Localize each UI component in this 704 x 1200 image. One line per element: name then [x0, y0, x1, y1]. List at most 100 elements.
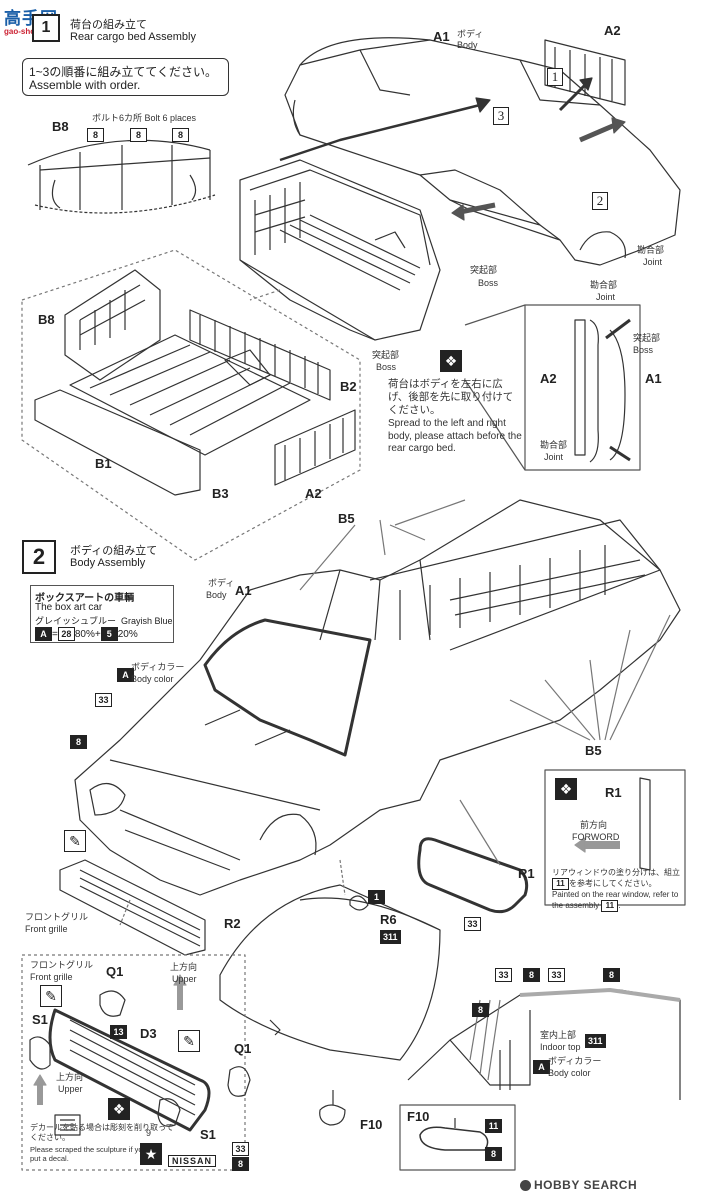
boss-label-1-en: Boss	[478, 278, 499, 288]
part-b8-exploded-label: B8	[38, 312, 55, 327]
front-grille-label-en: Front grille	[25, 924, 68, 934]
side-panel-b1-outline	[34, 389, 201, 496]
order-step-2: 2	[592, 192, 608, 210]
front-grille-detail-en: Front grille	[30, 972, 73, 982]
front-grille-label-jp: フロントグリル	[25, 912, 89, 922]
forward-en: FORWORD	[572, 832, 620, 842]
forward-jp: 前方向	[580, 820, 608, 830]
star-icon: ★	[140, 1143, 162, 1165]
part-b2-label: B2	[340, 379, 357, 394]
step-2-title-jp: ボディの組み立て	[70, 545, 158, 557]
tailgate-a2-outline	[544, 39, 626, 106]
part-311-badge: 311	[380, 930, 401, 944]
boss-label-2-jp: 突起部	[372, 350, 400, 360]
tailgate-a2-label: A2	[604, 23, 621, 38]
step-2-number: 2	[32, 544, 46, 569]
indoor-top-jp: 室内上部	[540, 1030, 577, 1040]
box-art-en: The box art car	[35, 602, 103, 613]
part-1-badge: 1	[368, 890, 385, 904]
box-art-color-panel: ボックスアートの車輌 The box art car グレイッシュブルー Gra…	[30, 585, 174, 643]
site-logo-url: gao-shou.com	[4, 27, 59, 36]
mirror-r6-label: R6	[380, 912, 397, 927]
flip-icon-grille-detail-2: ✎	[178, 1030, 200, 1052]
interior-33-b: 33	[548, 968, 565, 982]
step-2-title-en: Body Assembly	[70, 557, 146, 569]
front-grille-detail-jp: フロントグリル	[30, 960, 94, 970]
step-1-title-jp: 荷台の組み立て	[70, 19, 147, 31]
part-b1-label: B1	[95, 456, 112, 471]
flip-icon-grille: ✎	[64, 830, 86, 852]
detail-a2-label: A2	[540, 371, 557, 386]
decal-note-en: Please scraped the sculpture if you put …	[30, 1145, 147, 1164]
assembly-order-note: 1~3の順番に組み立ててください。 Assemble with order.	[22, 58, 229, 96]
step2-body-a1-label: A1	[235, 583, 252, 598]
boss-label-2-en: Boss	[376, 362, 397, 372]
caution-icon-step1: ❖	[440, 350, 462, 372]
body-label-en: Body	[457, 40, 478, 50]
step2-body-jp: ボディ	[208, 578, 235, 588]
rear-window-r1-label: R1	[518, 866, 535, 881]
nissan-code-33: 33	[232, 1142, 249, 1156]
mirror-f10-label: F10	[360, 1117, 383, 1132]
rear-window-33-badge: 33	[464, 917, 481, 931]
tailgate-bottom-outline	[274, 409, 356, 486]
bolt-note: ボルト6カ所 Bolt 6 places	[92, 113, 197, 123]
order-step-1: 1	[547, 68, 563, 86]
bed-floor-outline	[69, 334, 311, 456]
interior-color-jp: ボディカラー	[548, 1056, 602, 1066]
joint-label-1-jp: 勘合部	[637, 245, 665, 255]
part-13-badge: 13	[110, 1025, 127, 1039]
detail-joint-jp: 勘合部	[540, 440, 568, 450]
interior-8-b: 8	[603, 968, 620, 982]
step1-note-en: Spread to the left and right body, pleas…	[388, 418, 522, 454]
cargo-bed-outline	[239, 159, 441, 341]
part-9-label: 9	[146, 1128, 152, 1138]
detail-a1-label: A1	[645, 371, 662, 386]
indoor-top-code: 311	[585, 1034, 606, 1048]
f10-part-11: 11	[485, 1119, 502, 1133]
step-1-title-en: Rear cargo bed Assembly	[70, 31, 196, 43]
interior-color-en: Body color	[548, 1068, 591, 1078]
step2-body-en: Body	[206, 590, 227, 600]
truck-body-top-outline	[284, 37, 681, 266]
indoor-top-en: Indoor top	[540, 1042, 581, 1052]
upper-label-jp: 上方向	[170, 962, 198, 972]
bolt-badge-1: 8	[87, 128, 104, 142]
nissan-decal: NISSAN	[168, 1155, 217, 1167]
step1-note-jp: 荷台はボディを左右に広げ、後部を先に取り付けてください。	[388, 378, 514, 417]
part-s1-left-label: S1	[32, 1012, 48, 1027]
boss-label-1-jp: 突起部	[470, 265, 498, 275]
rear-window-r1-outline	[417, 837, 529, 914]
part-q1-left-label: Q1	[106, 964, 124, 979]
windshield-r2-label: R2	[224, 916, 241, 931]
footer-watermark: HOBBY SEARCH	[520, 1178, 637, 1192]
bolt-badge-2: 8	[130, 128, 147, 142]
upper2-label-jp: 上方向	[56, 1072, 84, 1082]
bolt-badge-3: 8	[172, 128, 189, 142]
f10-detail-label: F10	[407, 1109, 430, 1124]
interior-33-a: 33	[495, 968, 512, 982]
joint-label-2-en: Joint	[596, 292, 616, 302]
color-name: グレイッシュブルー Grayish Blue	[35, 616, 173, 626]
part-33-badge: 33	[95, 693, 112, 707]
order-step-3: 3	[493, 107, 509, 125]
body-label-jp: ボディ	[457, 29, 484, 39]
part-d3-label: D3	[140, 1026, 157, 1041]
caution-icon-r1: ❖	[555, 778, 577, 800]
r1-detail-label: R1	[605, 785, 622, 800]
detail-boss-en: Boss	[633, 345, 654, 355]
body-color-badge: A	[117, 668, 134, 682]
body-color-en: Body color	[131, 674, 174, 684]
step-1-number-box: 1	[32, 14, 60, 42]
part-a2-bottom-label: A2	[305, 486, 322, 501]
caution-icon-decal: ❖	[108, 1098, 130, 1120]
body-a1-label: A1	[433, 29, 450, 44]
nissan-code-8: 8	[232, 1157, 249, 1171]
upper-label-en: Upper	[172, 974, 197, 984]
bolt-b5-bottom-label: B5	[585, 743, 602, 758]
step-1-number: 1	[41, 19, 51, 36]
part-b3-label: B3	[212, 486, 229, 501]
